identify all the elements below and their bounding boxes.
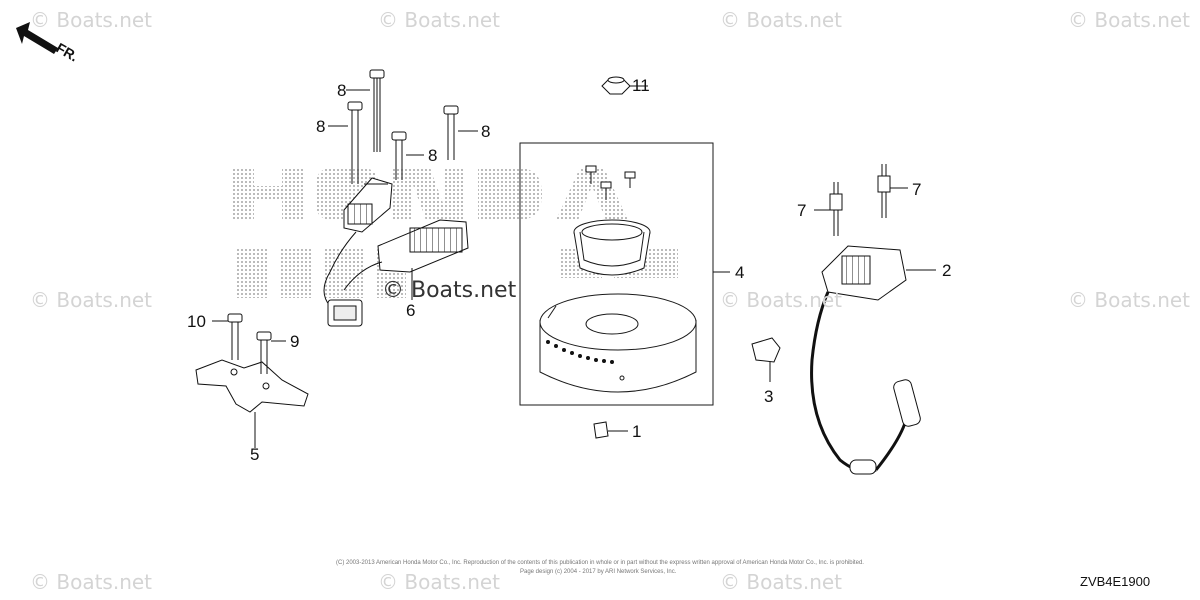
watermark: © Boats.net	[30, 570, 153, 594]
callout-9[interactable]: 9	[290, 332, 300, 351]
diagram-code: ZVB4E1900	[1080, 574, 1151, 589]
flywheel-assembly-box	[519, 142, 714, 406]
callout-10[interactable]: 10	[187, 312, 206, 331]
clip	[751, 337, 781, 382]
woodruff-key	[593, 421, 628, 439]
callout-8[interactable]: 8	[316, 117, 326, 136]
copyright-line-1: (C) 2003-2013 American Honda Motor Co., …	[336, 560, 864, 566]
charge-coil-assembly	[323, 177, 469, 327]
watermark: © Boats.net	[378, 570, 501, 594]
callout-8[interactable]: 8	[337, 81, 347, 100]
callout-8[interactable]: 8	[428, 146, 438, 165]
watermark: © Boats.net	[1068, 8, 1191, 32]
callout-1[interactable]: 1	[632, 422, 642, 441]
mounting-plate	[195, 313, 309, 448]
callout-8[interactable]: 8	[481, 122, 491, 141]
callout-5[interactable]: 5	[250, 445, 260, 464]
bolts-8	[328, 69, 478, 184]
callout-2[interactable]: 2	[942, 261, 952, 280]
center-watermark: © Boats.net	[382, 278, 517, 303]
watermark: © Boats.net	[378, 8, 501, 32]
flywheel-nut	[601, 76, 648, 95]
front-direction-arrow-icon	[16, 22, 58, 54]
watermark: © Boats.net	[30, 288, 153, 312]
callout-7[interactable]: 7	[912, 180, 922, 199]
copyright-line-2: Page design (c) 2004 - 2017 by ARI Netwo…	[520, 569, 677, 575]
callout-4[interactable]: 4	[735, 263, 745, 282]
ignition-coil	[810, 164, 936, 475]
watermark: © Boats.net	[720, 8, 843, 32]
watermark: © Boats.net	[720, 570, 843, 594]
watermark: © Boats.net	[1068, 288, 1191, 312]
honda-logo-halftone	[232, 168, 678, 298]
watermark: © Boats.net	[720, 288, 843, 312]
callout-6[interactable]: 6	[406, 301, 416, 320]
watermark: © Boats.net	[30, 8, 153, 32]
callout-11[interactable]: 11	[632, 76, 650, 95]
callout-7[interactable]: 7	[797, 201, 807, 220]
callout-3[interactable]: 3	[764, 387, 774, 406]
